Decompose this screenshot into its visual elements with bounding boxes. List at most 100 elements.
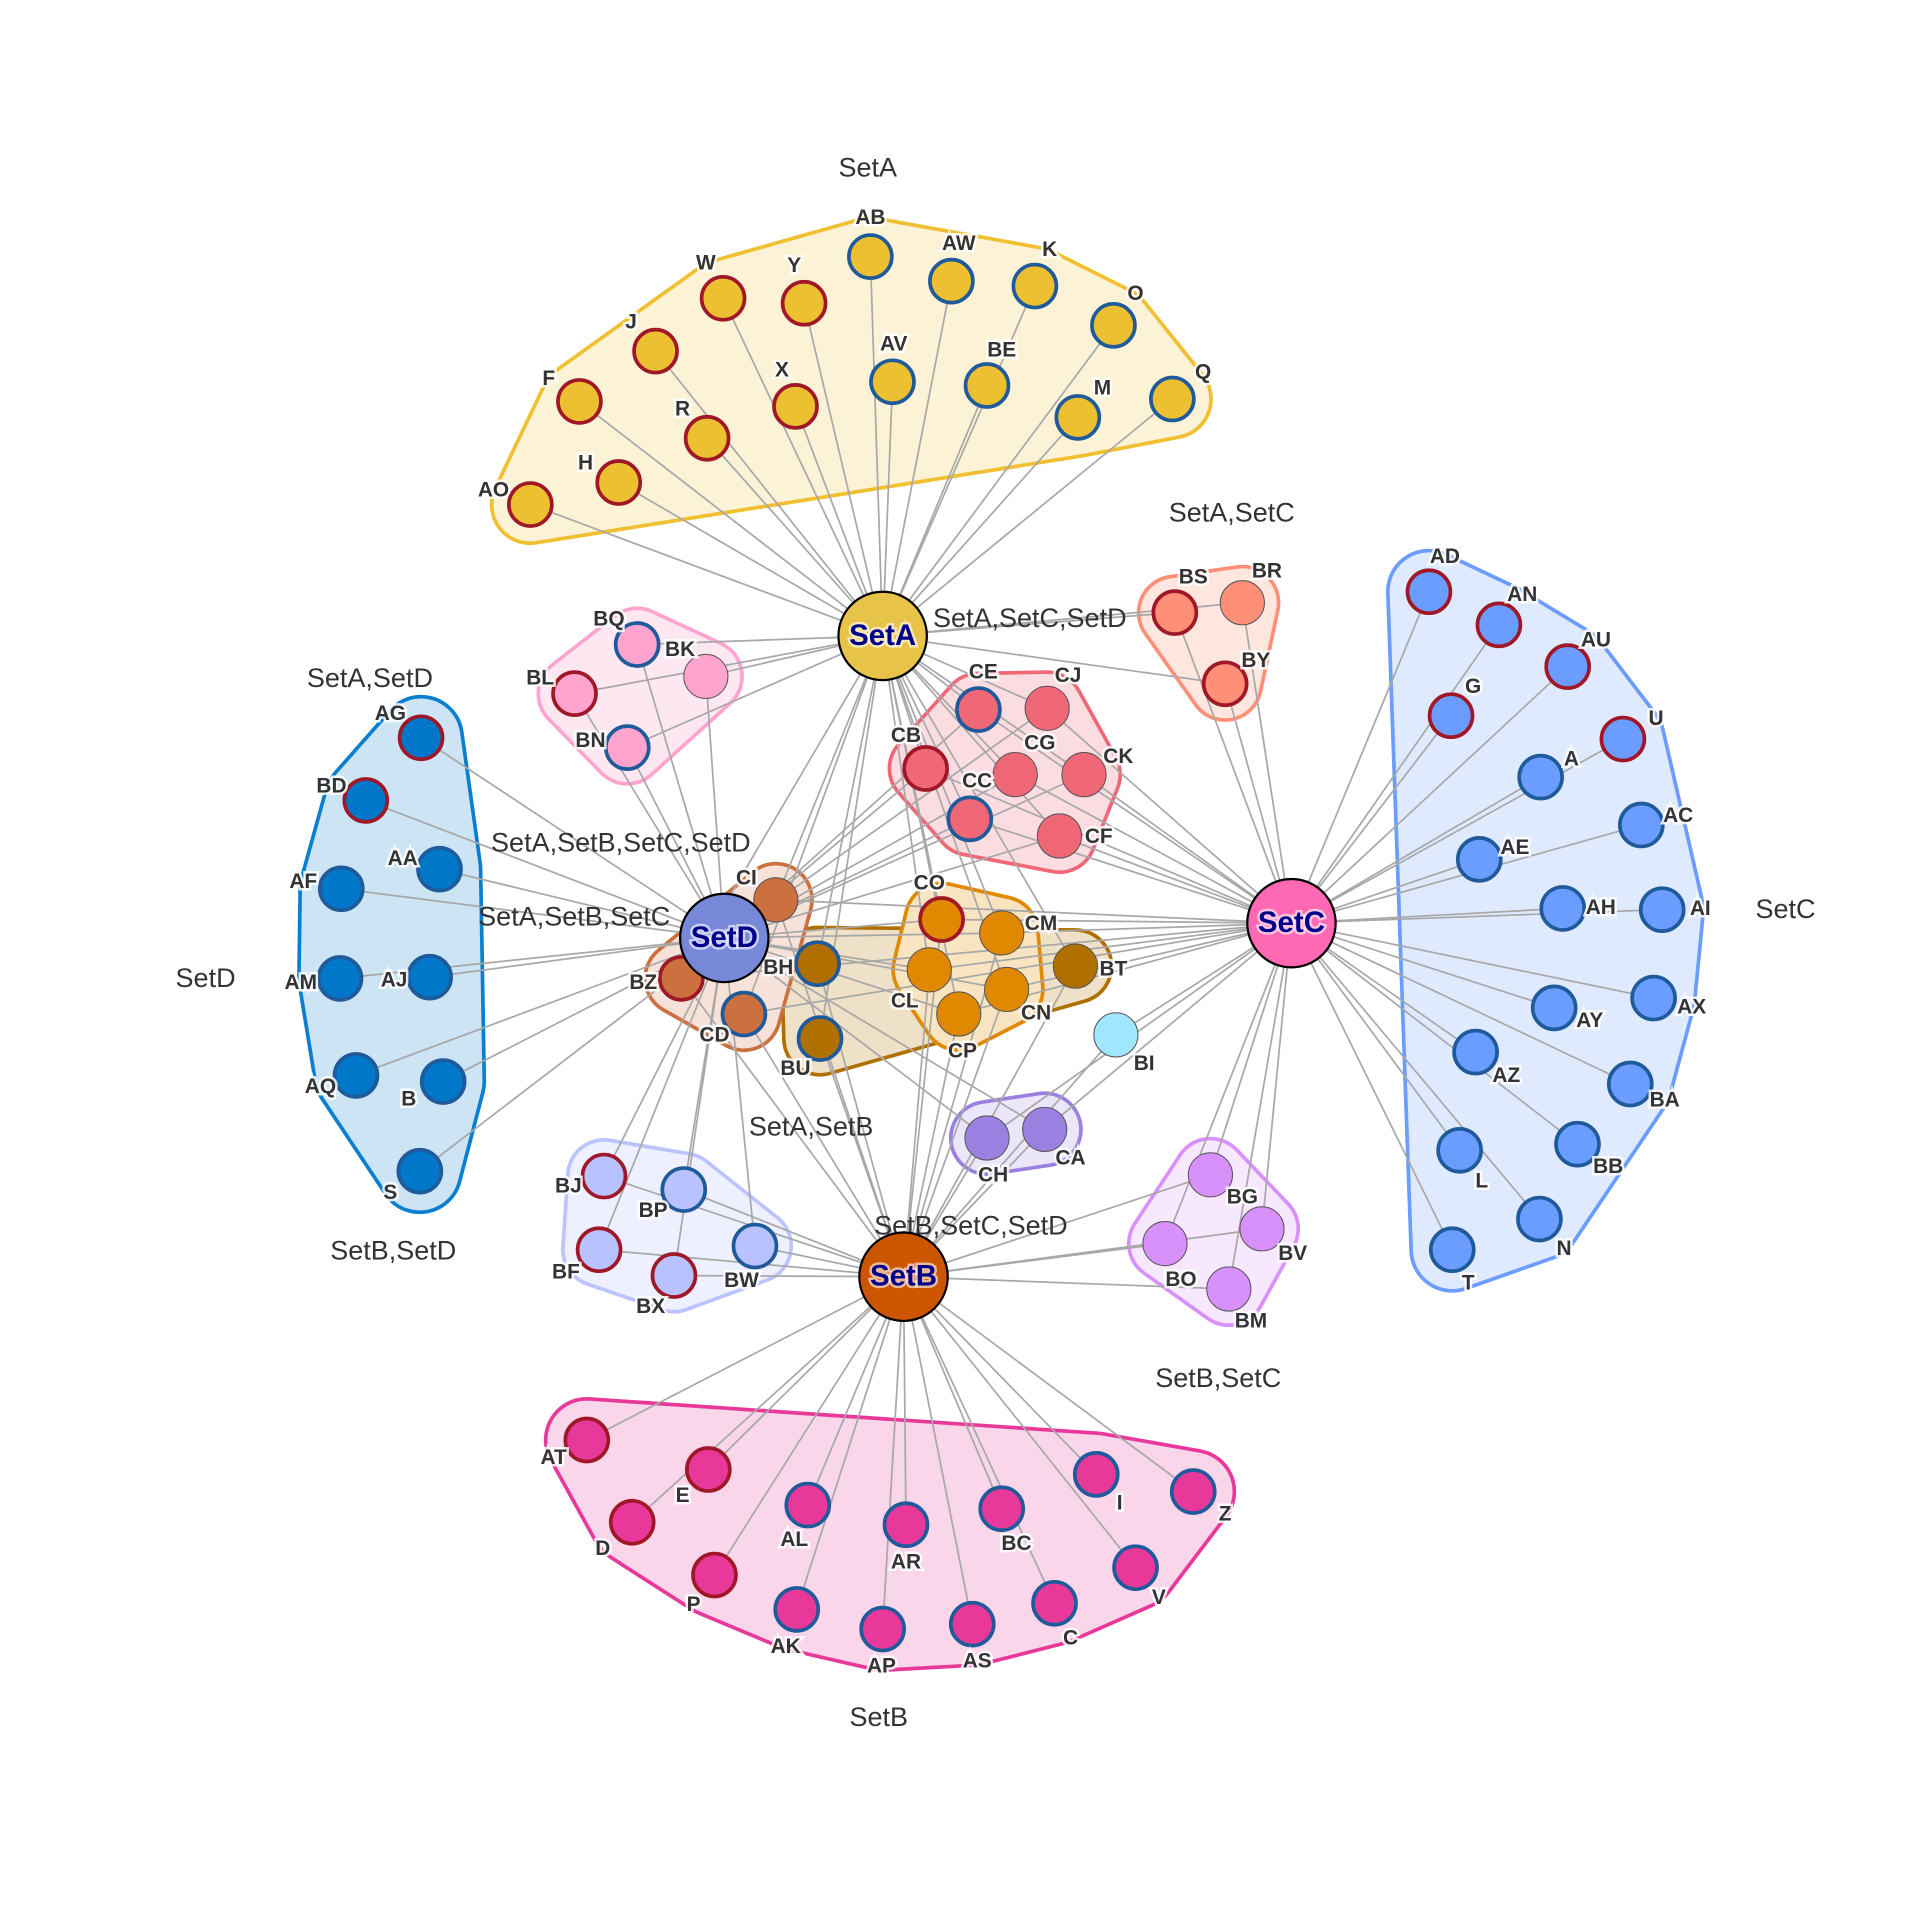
node-CN[interactable]: [984, 966, 1030, 1013]
node-BM[interactable]: [1206, 1266, 1252, 1312]
node-Z[interactable]: [1169, 1468, 1217, 1515]
node-CK[interactable]: [1061, 752, 1107, 798]
node-A[interactable]: [1517, 753, 1564, 801]
node-CP[interactable]: [936, 991, 982, 1037]
node-BO[interactable]: [1142, 1220, 1188, 1267]
node-BH[interactable]: [794, 940, 841, 988]
node-AG[interactable]: [397, 714, 445, 762]
node-AY[interactable]: [1530, 984, 1578, 1032]
node-B[interactable]: [419, 1058, 467, 1105]
node-AC[interactable]: [1618, 801, 1665, 849]
node-BI[interactable]: [1093, 1012, 1139, 1058]
node-AS[interactable]: [948, 1600, 996, 1648]
node-CF[interactable]: [1036, 813, 1083, 859]
hub-SetD[interactable]: [678, 892, 770, 984]
node-BR[interactable]: [1219, 580, 1265, 626]
node-AL[interactable]: [784, 1481, 832, 1529]
node-AU[interactable]: [1544, 643, 1591, 690]
node-O[interactable]: [1090, 301, 1137, 349]
node-V[interactable]: [1112, 1544, 1159, 1591]
node-AB[interactable]: [847, 233, 894, 280]
node-AM[interactable]: [316, 955, 364, 1002]
node-J[interactable]: [632, 327, 679, 375]
node-BQ[interactable]: [613, 621, 661, 668]
node-R[interactable]: [683, 414, 731, 462]
node-AD[interactable]: [1405, 568, 1453, 616]
node-CO[interactable]: [918, 896, 965, 943]
node-AA[interactable]: [416, 845, 463, 893]
node-BY[interactable]: [1201, 660, 1249, 708]
node-AI[interactable]: [1638, 886, 1686, 933]
node-BN[interactable]: [603, 724, 651, 771]
node-CH[interactable]: [964, 1115, 1010, 1161]
node-BF[interactable]: [575, 1226, 623, 1274]
node-BS[interactable]: [1151, 589, 1199, 636]
node-BL[interactable]: [551, 670, 598, 717]
node-AQ[interactable]: [332, 1052, 380, 1099]
node-C[interactable]: [1031, 1579, 1078, 1627]
node-AF[interactable]: [317, 865, 365, 913]
node-label: CA: [1055, 1146, 1085, 1169]
node-BV[interactable]: [1239, 1206, 1285, 1252]
node-H[interactable]: [595, 459, 643, 506]
node-N[interactable]: [1516, 1195, 1563, 1243]
node-CE[interactable]: [955, 686, 1002, 733]
node-BW[interactable]: [731, 1222, 779, 1270]
node-BP[interactable]: [660, 1166, 708, 1213]
node-CI[interactable]: [753, 877, 799, 923]
node-G[interactable]: [1427, 692, 1475, 740]
node-CL[interactable]: [906, 947, 952, 993]
node-AV[interactable]: [869, 358, 916, 406]
node-AT[interactable]: [563, 1416, 611, 1464]
node-U[interactable]: [1599, 715, 1647, 763]
node-AZ[interactable]: [1452, 1028, 1499, 1076]
node-BJ[interactable]: [580, 1152, 628, 1200]
node-AO[interactable]: [507, 481, 554, 528]
node-CM[interactable]: [979, 910, 1025, 956]
node-BD[interactable]: [342, 777, 390, 824]
node-AN[interactable]: [1475, 601, 1523, 649]
node-P[interactable]: [691, 1551, 738, 1599]
node-BX[interactable]: [650, 1252, 698, 1299]
node-label: CE: [969, 660, 998, 683]
node-CG[interactable]: [992, 752, 1038, 798]
node-BT[interactable]: [1052, 943, 1098, 989]
node-D[interactable]: [608, 1498, 656, 1546]
node-AR[interactable]: [882, 1501, 930, 1549]
node-W[interactable]: [699, 274, 747, 322]
node-BA[interactable]: [1606, 1060, 1654, 1108]
node-AJ[interactable]: [406, 953, 453, 1001]
node-AK[interactable]: [773, 1586, 821, 1633]
node-CD[interactable]: [720, 990, 768, 1038]
node-K[interactable]: [1011, 262, 1059, 310]
node-I[interactable]: [1072, 1451, 1120, 1498]
node-E[interactable]: [685, 1446, 732, 1493]
node-Y[interactable]: [780, 279, 828, 327]
node-L[interactable]: [1436, 1126, 1483, 1174]
node-CB[interactable]: [902, 745, 949, 792]
node-AW[interactable]: [928, 257, 975, 305]
node-S[interactable]: [396, 1147, 444, 1195]
node-M[interactable]: [1054, 394, 1102, 441]
node-T[interactable]: [1428, 1226, 1476, 1274]
hub-SetB[interactable]: [858, 1231, 949, 1323]
node-BB[interactable]: [1554, 1120, 1601, 1168]
node-AX[interactable]: [1630, 974, 1677, 1022]
node-X[interactable]: [772, 383, 819, 430]
node-AP[interactable]: [859, 1605, 906, 1653]
node-BU[interactable]: [796, 1015, 844, 1062]
node-CJ[interactable]: [1024, 685, 1070, 731]
node-BE[interactable]: [963, 362, 1011, 409]
node-AH[interactable]: [1539, 885, 1587, 932]
node-Q[interactable]: [1149, 375, 1196, 423]
node-BG[interactable]: [1187, 1152, 1234, 1198]
node-CA[interactable]: [1022, 1106, 1068, 1152]
hub-SetA[interactable]: [837, 590, 928, 682]
hub-SetC[interactable]: [1246, 877, 1337, 969]
node-BK[interactable]: [683, 653, 729, 700]
node-AE[interactable]: [1455, 836, 1503, 883]
node-F[interactable]: [556, 378, 603, 425]
node-CC[interactable]: [946, 795, 994, 843]
node-BC[interactable]: [978, 1485, 1026, 1533]
node-label: AZ: [1492, 1064, 1520, 1087]
